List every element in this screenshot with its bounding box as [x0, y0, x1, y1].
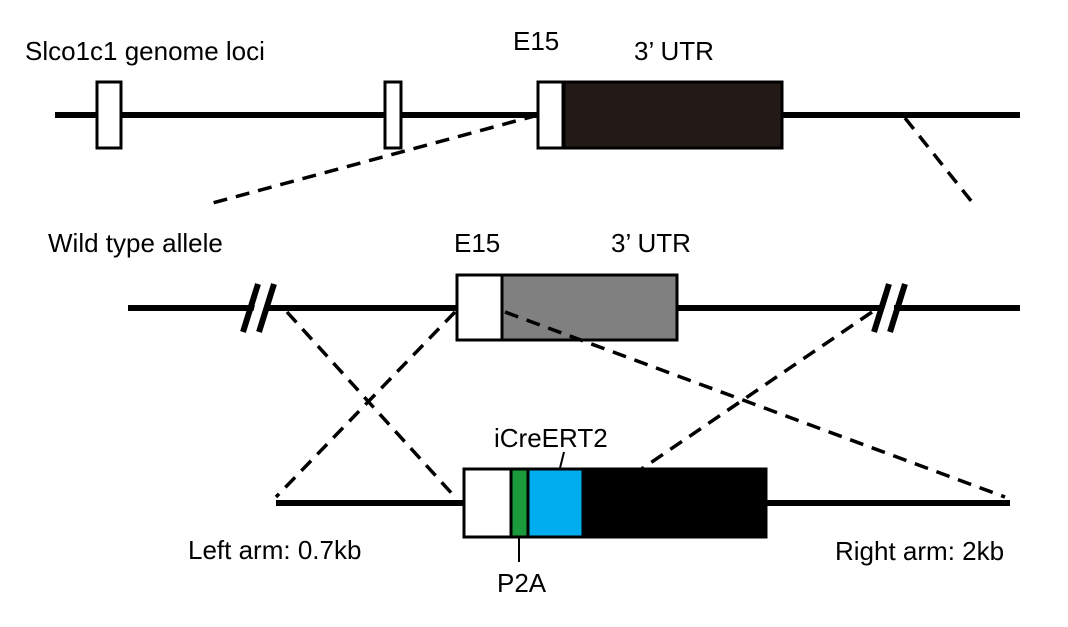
genome-loci-row: Slco1c1 genome loci E15 3’ UTR	[25, 26, 1020, 150]
wt-exon-e15	[455, 273, 504, 342]
recombination-line-2	[274, 310, 457, 499]
wild-type-title: Wild type allele	[48, 228, 223, 258]
wt-break-mark-left-a	[240, 283, 261, 333]
wt-break-gap-left	[248, 285, 270, 331]
genome-e15-label: E15	[513, 26, 559, 56]
genome-3utr-box	[562, 80, 784, 150]
wt-3utr-label: 3’ UTR	[611, 228, 691, 258]
wt-e15-label: E15	[454, 228, 500, 258]
genome-exon-1	[95, 80, 123, 150]
construct-icreert2-box	[526, 467, 585, 539]
left-arm-label: Left arm: 0.7kb	[188, 535, 361, 565]
recombination-line-1	[285, 310, 457, 499]
icreert2-leader-line	[559, 451, 565, 469]
icreert2-label: iCreERT2	[494, 423, 608, 453]
construct-3utr-box	[581, 467, 768, 539]
construct-p2a-box	[509, 467, 530, 539]
genome-exon-2	[383, 80, 403, 150]
genome-exon-e15	[536, 80, 565, 150]
targeting-construct-row: iCreERT2 P2A Left arm: 0.7kb Right arm: …	[188, 423, 1010, 598]
recombination-line-4	[639, 310, 873, 472]
right-arm-label: Right arm: 2kb	[835, 536, 1004, 566]
genome-3utr-label: 3’ UTR	[634, 36, 714, 66]
wt-break-mark-right-a	[871, 283, 892, 333]
zoom-dashed-line-left	[204, 113, 539, 207]
wt-break-mark-right-b	[887, 283, 908, 333]
wt-break-mark-left-b	[256, 283, 277, 333]
zoom-dashed-line-right	[903, 116, 974, 204]
recombination-line-3	[504, 310, 1006, 499]
construct-exon-e15	[462, 467, 513, 539]
genome-title: Slco1c1 genome loci	[25, 36, 265, 66]
wild-type-allele-row: Wild type allele E15 3’ UTR	[48, 228, 1020, 342]
wt-3utr-box	[500, 273, 679, 342]
p2a-label: P2A	[497, 568, 547, 598]
